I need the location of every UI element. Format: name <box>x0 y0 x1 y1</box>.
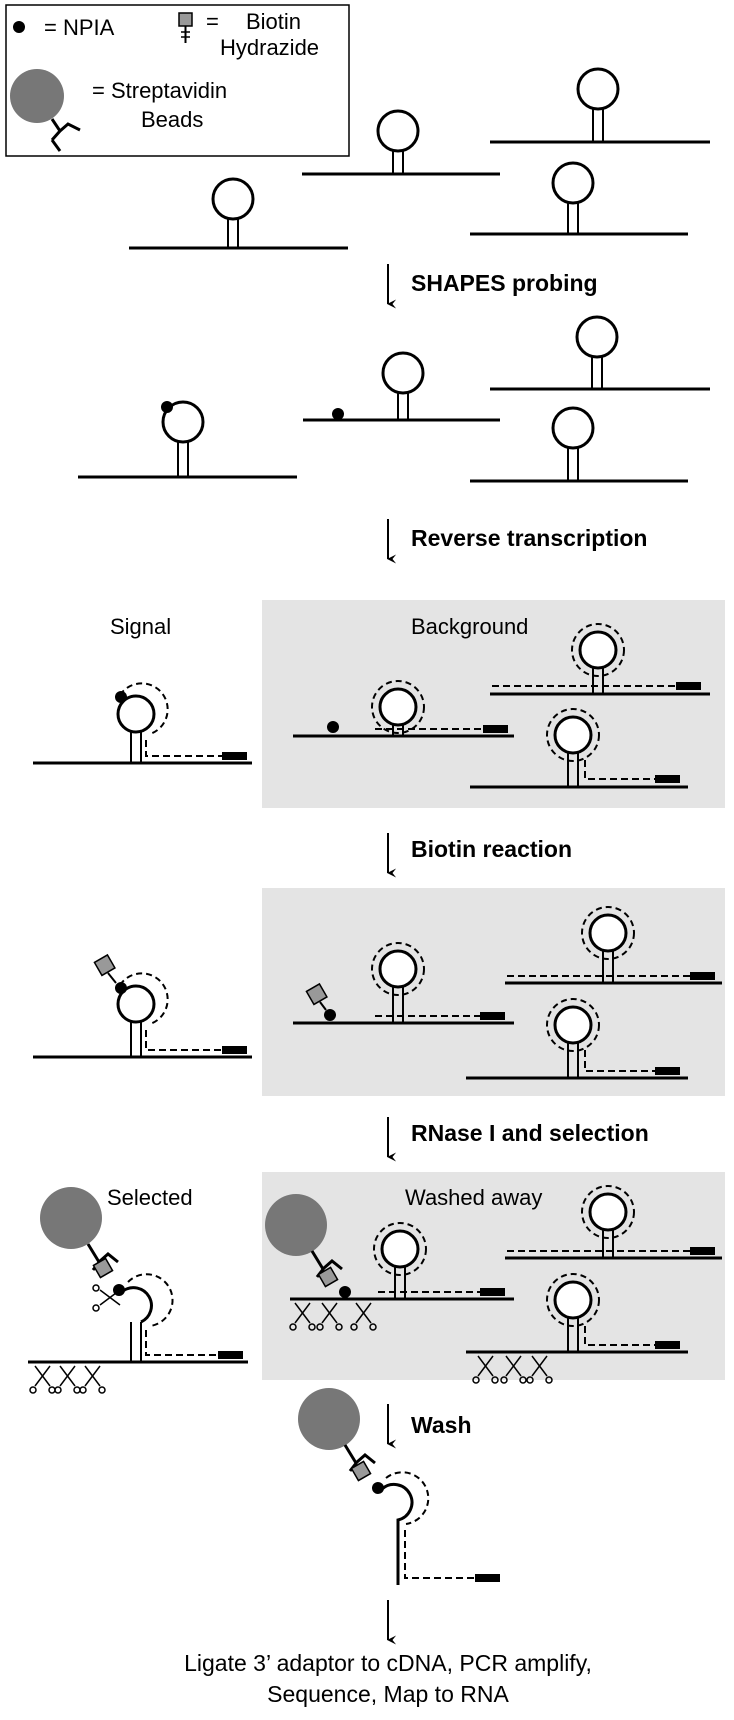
npia-adduct-dot <box>115 982 127 994</box>
panel-label-signal: Signal <box>110 614 171 639</box>
scissors-icon <box>29 1365 56 1394</box>
selected-rna-on-bead <box>28 1187 248 1394</box>
legend-biotin-line2: Hydrazide <box>220 35 319 60</box>
streptavidin-bead <box>298 1388 360 1450</box>
rt-primer-block <box>218 1351 243 1359</box>
rt-primer-block <box>655 775 680 783</box>
washed-away-rna <box>505 1185 722 1260</box>
scissors-icon <box>500 1355 527 1384</box>
rt-primer-block <box>676 682 701 690</box>
step-label-wash: Wash <box>411 1412 472 1438</box>
npia-adduct-dot <box>161 401 173 413</box>
panel-label-washed-away: Washed away <box>405 1185 542 1210</box>
rt-primer-block <box>222 1046 247 1054</box>
legend-beads-line2: Beads <box>141 107 203 132</box>
background-rna-biotinylated <box>505 906 722 985</box>
streptavidin-bead-icon <box>10 69 81 152</box>
rna-hairpin <box>78 400 297 479</box>
legend-biotin-line1: Biotin <box>246 9 301 34</box>
step-label-reverse-transcription: Reverse transcription <box>411 525 647 551</box>
washed-away-rna <box>466 1273 688 1384</box>
washed-away-rna <box>265 1194 514 1331</box>
background-panel-rt <box>262 600 725 808</box>
biotin-tag <box>350 1460 372 1482</box>
scissors-icon <box>350 1302 377 1331</box>
footer-line1: Ligate 3’ adaptor to cDNA, PCR amplify, <box>184 1650 592 1676</box>
biotin-hydrazide-icon <box>178 12 193 43</box>
rt-primer-block <box>475 1574 500 1582</box>
final-captured-cdna <box>298 1388 500 1585</box>
legend-beads-line1: = Streptavidin <box>92 78 227 103</box>
rt-primer-block <box>480 1288 505 1296</box>
scissors-icon <box>289 1302 316 1331</box>
panel-label-background: Background <box>411 614 528 639</box>
signal-rna-biotinylated <box>33 953 252 1059</box>
footer-line2: Sequence, Map to RNA <box>267 1681 509 1707</box>
npia-adduct-dot <box>324 1009 336 1021</box>
npia-adduct-dot <box>332 408 344 420</box>
npia-adduct-dot <box>115 691 127 703</box>
rna-hairpin <box>129 177 348 250</box>
legend-npia-label: = NPIA <box>44 15 115 40</box>
rna-hairpin <box>470 161 688 236</box>
background-rna-biotinylated <box>293 942 514 1025</box>
step-label-biotin-reaction: Biotin reaction <box>411 836 572 862</box>
rna-hairpin <box>490 315 710 391</box>
background-rna-with-cdna <box>490 623 710 696</box>
npia-adduct-dot <box>372 1482 384 1494</box>
rt-primer-block <box>655 1067 680 1075</box>
background-panel-biotin <box>262 888 725 1096</box>
background-rna-biotinylated <box>466 998 688 1080</box>
step-label-rnase-selection: RNase I and selection <box>411 1120 649 1146</box>
rt-primer-block <box>222 752 247 760</box>
npia-dot-icon <box>13 21 25 33</box>
rna-hairpin <box>490 67 710 144</box>
scissors-icon <box>526 1355 553 1384</box>
streptavidin-bead <box>265 1194 327 1256</box>
biotin-tag <box>92 1257 114 1279</box>
npia-adduct-dot <box>327 721 339 733</box>
scissors-icon <box>54 1365 81 1394</box>
rna-hairpin <box>303 351 500 422</box>
scissors-icon <box>92 1284 121 1312</box>
biotin-tag <box>317 1266 339 1288</box>
step-label-shapes-probing: SHAPES probing <box>411 270 598 296</box>
rt-primer-block <box>655 1341 680 1349</box>
background-rna-with-cdna <box>293 680 514 738</box>
biotin-tag <box>305 982 328 1006</box>
rt-primer-block <box>480 1012 505 1020</box>
legend-biotin-equals: = <box>206 9 219 34</box>
scissors-icon <box>79 1365 106 1394</box>
signal-rna-with-cdna <box>33 682 252 765</box>
npia-adduct-dot <box>339 1286 351 1298</box>
biotin-tag <box>93 953 116 977</box>
rt-primer-block <box>690 1247 715 1255</box>
scissors-icon <box>472 1355 499 1384</box>
legend-box: = NPIA = Biotin Hydrazide = Streptavidin… <box>5 4 350 157</box>
streptavidin-bead <box>40 1187 102 1249</box>
scissors-icon <box>316 1302 343 1331</box>
background-rna-with-cdna <box>470 708 688 789</box>
rt-primer-block <box>483 725 508 733</box>
rt-primer-block <box>690 972 715 980</box>
rna-hairpin <box>470 406 688 483</box>
panel-label-selected: Selected <box>107 1185 193 1210</box>
rna-hairpin <box>302 109 500 176</box>
